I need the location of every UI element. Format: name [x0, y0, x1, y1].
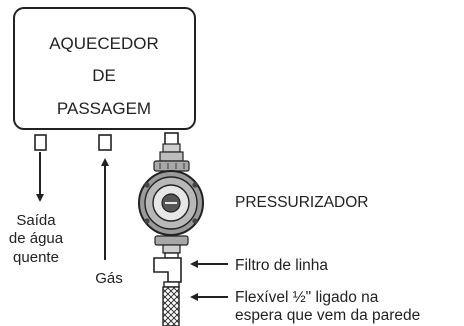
hose-label-line1: Flexível ½" ligado na [235, 289, 379, 306]
line-filter [153, 252, 182, 288]
hot-water-label-line2: de água [9, 230, 64, 247]
pressurizer-label: PRESSURIZADOR [235, 194, 369, 211]
gas-inlet-stub [98, 134, 112, 151]
heater-label-line3: PASSAGEM [57, 99, 151, 118]
hot-water-outlet-stub [34, 134, 47, 151]
hot-water-label-line3: quente [13, 249, 59, 266]
heater-label-line1: AQUECEDOR [49, 34, 159, 53]
hose-label-line2: espera que vem da parede [235, 307, 420, 324]
flexible-hose [162, 286, 180, 326]
cold-water-inlet-stub [164, 132, 179, 146]
heater-label-line2: DE [92, 66, 116, 85]
filter-label: Filtro de linha [235, 257, 328, 274]
water-heater-box [13, 7, 196, 130]
gas-label: Gás [95, 270, 123, 287]
water-heater: AQUECEDOR DE PASSAGEM [13, 7, 196, 130]
pressurizer-pump [138, 143, 204, 254]
hot-water-label-line1: Saída [16, 212, 56, 229]
